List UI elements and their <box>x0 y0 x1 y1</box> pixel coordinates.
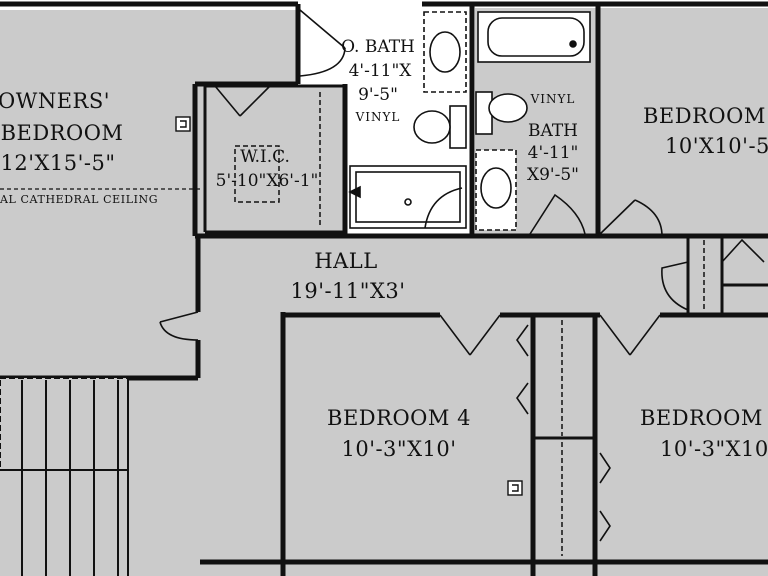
bath-label: BATH <box>528 121 578 141</box>
wic-label: W.I.C. <box>240 147 290 167</box>
bath-dims-1: 4'-11" <box>528 143 579 163</box>
bedroom-4-dims: 10'-3"X10' <box>341 437 456 461</box>
bedroom-4-floor <box>283 314 533 576</box>
owners-bedroom-label-2: BEDROOM <box>1 121 124 145</box>
cathedral-ceiling-note: AL CATHEDRAL CEILING <box>0 193 158 206</box>
bedroom-4-label: BEDROOM 4 <box>327 406 471 430</box>
stairs <box>0 377 129 576</box>
wic-dims: 5'-10"X6'-1" <box>216 171 319 191</box>
owners-bedroom-dims: 12'X15'-5" <box>0 151 115 175</box>
floor-areas <box>0 8 768 576</box>
bedroom-2-floor <box>600 8 768 234</box>
hall-dims: 19'-11"X3' <box>290 279 405 303</box>
wic-floor <box>205 86 345 232</box>
bath-dims-2: X9'-5" <box>527 165 579 185</box>
bedroom-2-dims: 10'X10'-5 <box>665 134 768 158</box>
closets-floor <box>533 314 595 576</box>
room-labels: OWNERS' BEDROOM 12'X15'-5" AL CATHEDRAL … <box>0 37 768 461</box>
owners-bedroom-label: OWNERS' <box>0 89 110 113</box>
electrical-panel-icon <box>175 116 191 132</box>
bath-fixtures <box>348 11 591 231</box>
bedroom-3-label: BEDROOM <box>640 406 763 430</box>
bath-toilet <box>488 93 528 123</box>
owners-bath-dims-1: 4'-11"X <box>349 61 413 81</box>
hall-label: HALL <box>314 249 377 273</box>
bedroom-3-dims: 10'-3"X10 <box>660 437 768 461</box>
light-fixture-icon <box>507 480 523 496</box>
owners-bath-toilet <box>413 110 451 144</box>
doors <box>159 9 765 542</box>
owners-bath-label: O. BATH <box>341 37 415 57</box>
bedroom-3-floor <box>595 314 768 576</box>
bath-floor: VINYL <box>530 92 576 106</box>
bedroom-2-label: BEDROOM <box>643 104 766 128</box>
owners-bath-floor: VINYL <box>355 110 401 124</box>
closet-shelves <box>234 92 705 556</box>
owners-bath-dims-2: 9'-5" <box>358 85 398 105</box>
hall-floor <box>195 234 768 314</box>
